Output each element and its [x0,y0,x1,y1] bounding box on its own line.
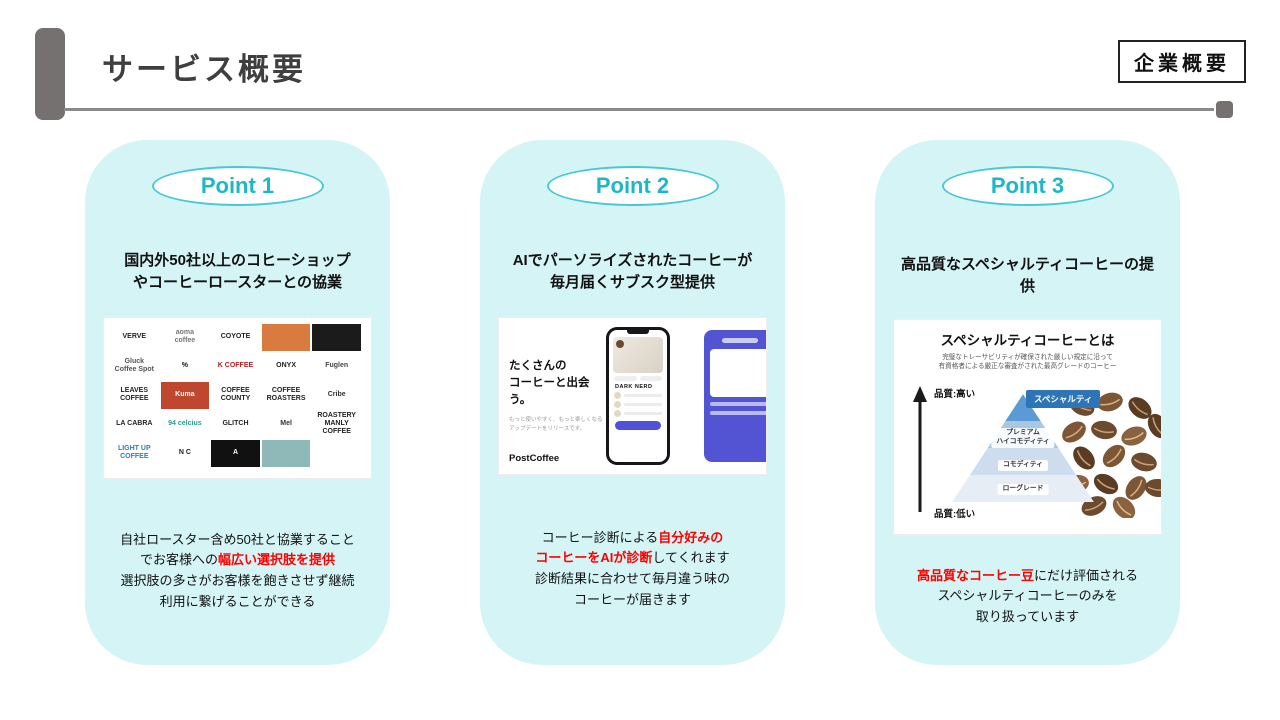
point-2-badge: Point 2 [546,166,719,206]
diagram-subtitle: 完璧なトレーサビリティが確保された厳しい規定に沿って 有資格者による厳正な審査が… [938,353,1117,371]
brand-logo: ROASTERY MANLY COFFEE [312,410,361,438]
page-title: サービス概要 [102,52,306,87]
card-3-description: 高品質なコーヒー豆にだけ評価される スペシャルティコーヒーのみを 取り扱っていま… [917,566,1138,628]
phone-mockup: DARK NERD [606,326,670,465]
highlighted-text: 自分好みの コーヒーをAIが診断 [535,529,724,566]
brand-logo [312,323,361,351]
brand-logo: COYOTE [211,323,260,351]
quality-axis-arrow-icon [913,386,927,513]
phone-notch-icon [627,329,649,334]
bean-icon [614,409,621,417]
brand-logo: LEAVES COFFEE [110,381,159,409]
cards-row: Point 1 国内外50社以上のコヒーショップ やコーヒーロースターとの協業 … [85,140,1180,665]
brand-logo: Cribe [312,381,361,409]
brand-logo: N C [160,439,210,467]
layer-label-specialty: スペシャルティ [1026,390,1101,409]
card-3-heading: 高品質なスペシャルティコーヒーの提供 [900,256,1155,295]
list-item-text [624,393,662,397]
axis-label-high: 品質:高い [934,389,976,401]
brand-logo: K COFFEE [211,352,260,380]
app-subcopy: もっと使いやすく、もっと楽しくなる アップデートをリリースです。 [509,417,603,432]
card-point-3: Point 3 高品質なスペシャルティコーヒーの提供 スペシャルティコーヒーとは… [875,140,1180,665]
highlighted-text: 幅広い選択肢を提供 [218,552,336,568]
card-2-description: コーヒー診断による自分好みの コーヒーをAIが診断してくれます 診断結果に合わせ… [535,528,730,611]
layer-label-commodity: コモディティ [998,460,1048,472]
screen-bar [710,410,766,415]
postcoffee-logo: PostCoffee [509,452,560,464]
specialty-diagram-image: スペシャルティコーヒーとは 完璧なトレーサビリティが確保された厳しい規定に沿って… [894,319,1161,534]
phone-mockup-secondary [704,329,766,462]
brand-logo: Fuglen [312,352,361,380]
brand-logo: 94 celcius [160,410,210,438]
diagram-title: スペシャルティコーヒーとは [940,332,1115,348]
header-divider [64,108,1214,111]
list-item-text [624,402,662,406]
brand-logo: ONYX [261,352,311,380]
brand-logo: LA CABRA [110,410,159,438]
brand-logo: GLITCH [211,410,260,438]
header-divider-endcap [1216,101,1233,118]
brand-logo: LIGHT UP COFFEE [110,439,159,467]
quality-pyramid-diagram: 品質:高い 品質:低い [894,376,1161,526]
brand-logo: Mel [261,410,311,438]
screen-card [710,348,766,397]
point-1-badge: Point 1 [151,166,324,206]
cta-button [615,420,661,430]
phone-screen: DARK NERD [609,329,667,462]
screen-header [722,337,758,343]
coffee-name-label: DARK NERD [615,383,653,390]
bean-icon [614,400,621,408]
bean-icon [614,391,621,399]
brand-logo: Kuma [160,381,210,409]
card-point-2: Point 2 AIでパーソライズされたコーヒーが 毎月届くサブスク型提供 たく… [480,140,785,665]
text-segment: 選択肢の多さがお客様を飽きさせず継続 利用に繋げることができる [120,573,355,609]
card-2-heading: AIでパーソライズされたコーヒーが 毎月届くサブスク型提供 [512,252,753,291]
text-segment: にだけ評価される スペシャルティコーヒーのみを 取り扱っています [937,567,1139,625]
text-segment: 自社ロースター含め50社と協業すること でお客様への [120,531,355,568]
corner-badge: 企業概要 [1118,40,1246,83]
stat-chip [639,375,662,381]
axis-label-low: 品質:低い [934,509,976,521]
list-item [614,391,662,399]
brand-logo: VERVE [110,323,159,351]
app-copy: たくさんの コーヒーと出会う。 もっと使いやすく、もっと楽しくなる アップデート… [509,358,605,433]
screen-bar [710,401,766,406]
card-point-1: Point 1 国内外50社以上のコヒーショップ やコーヒーロースターとの協業 … [85,140,390,665]
brand-logo: COFFEE COUNTY [211,381,260,409]
brand-logo: A [211,439,260,467]
card-1-heading: 国内外50社以上のコヒーショップ やコーヒーロースターとの協業 [124,252,351,291]
highlighted-text: 高品質なコーヒー豆 [916,567,1034,583]
stats-row [614,375,662,381]
card-1-description: 自社ロースター含め50社と協業すること でお客様への幅広い選択肢を提供 選択肢の… [120,530,355,613]
list-item-text [624,411,662,415]
title-accent-bar [35,28,65,120]
avatar [616,339,624,348]
point-3-badge: Point 3 [941,166,1114,206]
brand-logo [261,439,311,467]
brand-logo: % [160,352,210,380]
app-catchcopy: たくさんの コーヒーと出会う。 [509,359,590,407]
brand-logo: COFFEE ROASTERS [261,381,311,409]
text-segment: コーヒー診断による [541,529,659,545]
brand-logo: aoma coffee [160,323,210,351]
list-item [614,400,662,408]
brand-logo [261,323,311,351]
layer-label-lowgrade: ローグレード [997,484,1049,496]
brand-logo: Gluck Coffee Spot [110,352,159,380]
layer-label-premium: プレミアム ハイコモディティ [991,428,1055,448]
text-segment: してくれます 診断結果に合わせて毎月違う味の コーヒーが届きます [534,550,730,607]
stat-chip [614,375,637,381]
list-item [614,409,662,417]
app-screenshot-image: たくさんの コーヒーと出会う。 もっと使いやすく、もっと楽しくなる アップデート… [499,317,766,474]
coffee-card-image [613,336,663,373]
